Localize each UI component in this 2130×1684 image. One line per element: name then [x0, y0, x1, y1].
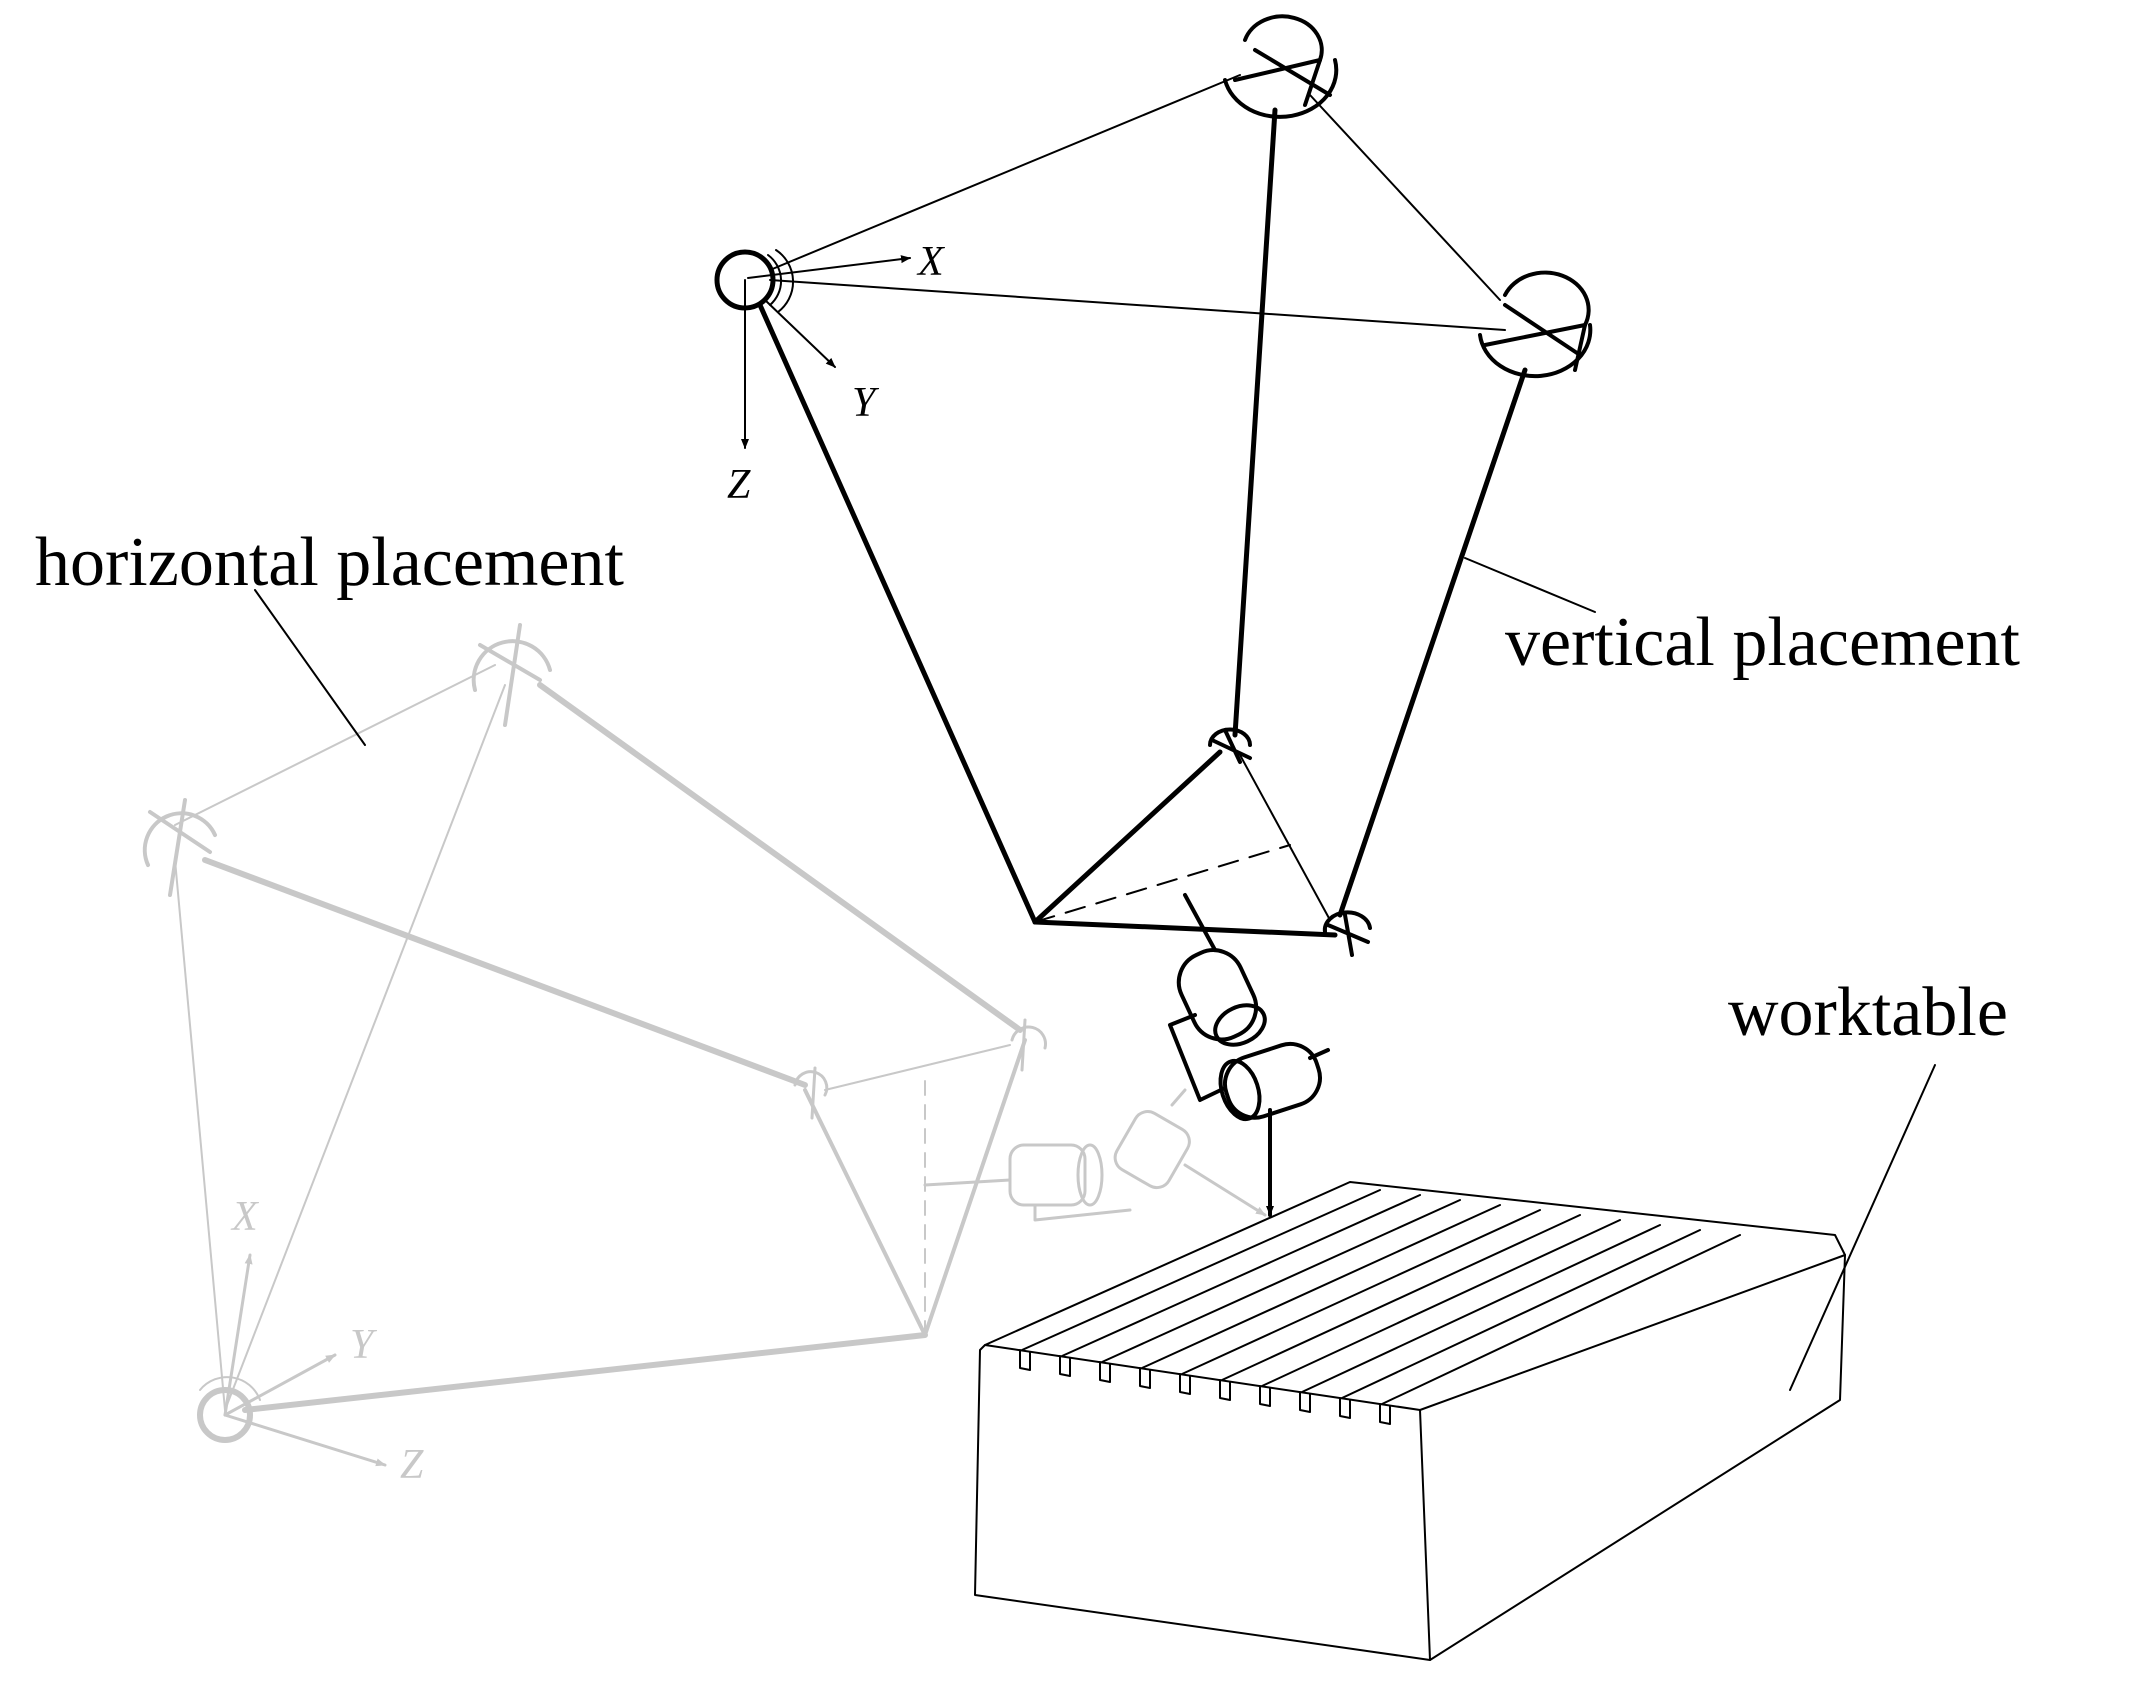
v-joint-2 — [1478, 270, 1593, 379]
h-arm-3 — [242, 1332, 928, 1413]
h-platform-edge-3 — [824, 1044, 1011, 1091]
h-wrist — [923, 1088, 1267, 1222]
h-platform-edge-2 — [923, 1038, 1027, 1337]
worktable-leader-line — [1789, 1064, 1936, 1391]
vertical-robot: X Y Z — [714, 14, 1593, 1217]
v-base-edge-1 — [769, 74, 1241, 271]
worktable — [974, 1181, 1846, 1661]
h-joint-4 — [1010, 1018, 1047, 1072]
v-y-label: Y — [852, 380, 880, 426]
v-arm-1 — [757, 302, 1038, 925]
h-tool-arrow — [1183, 1163, 1267, 1217]
v-z-label: Z — [727, 462, 751, 508]
v-y-axis — [764, 299, 836, 368]
h-base-edge-3 — [224, 684, 506, 1411]
horizontal-leader-line — [254, 589, 366, 746]
h-joint-1 — [142, 798, 217, 897]
h-base-edge-2 — [174, 859, 226, 1411]
h-y-axis — [223, 1353, 337, 1417]
v-x-label: X — [916, 239, 946, 285]
h-platform-edge-1 — [803, 1088, 927, 1337]
worktable-label: worktable — [1728, 974, 2008, 1051]
v-frame-origin — [714, 249, 795, 313]
worktable-vertical-edge — [1419, 1409, 1431, 1661]
h-z-label: Z — [400, 1442, 424, 1488]
h-x-axis — [223, 1253, 253, 1417]
v-platform-edge-1 — [1032, 749, 1223, 925]
v-platform-edge-3 — [1239, 754, 1331, 921]
v-base-edge-3 — [1309, 94, 1501, 301]
vertical-placement-label: vertical placement — [1505, 604, 2021, 681]
v-joint-1 — [1223, 14, 1339, 119]
horizontal-robot: X Y Z — [142, 623, 1267, 1488]
h-arm-1 — [202, 857, 808, 1088]
h-base-edge-1 — [174, 664, 496, 826]
horizontal-placement-label: horizontal placement — [35, 524, 624, 601]
h-x-label: X — [230, 1194, 260, 1240]
h-frame-origin — [197, 1376, 261, 1443]
h-joint-3 — [793, 1066, 829, 1120]
worktable-slots — [1019, 1189, 1741, 1425]
v-joint-3 — [1208, 727, 1252, 764]
v-arm-3 — [1337, 367, 1528, 918]
h-z-axis — [223, 1413, 387, 1467]
vertical-leader-line — [1464, 557, 1596, 613]
v-joint-4 — [1322, 910, 1372, 957]
v-base-edge-2 — [769, 279, 1506, 331]
v-platform-edge-2 — [1032, 919, 1338, 938]
v-x-axis — [747, 255, 911, 279]
h-y-label: Y — [350, 1322, 378, 1368]
v-platform-dashed — [1034, 844, 1291, 923]
h-arm-2 — [537, 682, 1023, 1033]
v-arm-2 — [1232, 107, 1278, 738]
h-joint-2 — [471, 623, 552, 727]
worktable-outline — [974, 1181, 1846, 1661]
v-wrist — [1168, 893, 1330, 1217]
